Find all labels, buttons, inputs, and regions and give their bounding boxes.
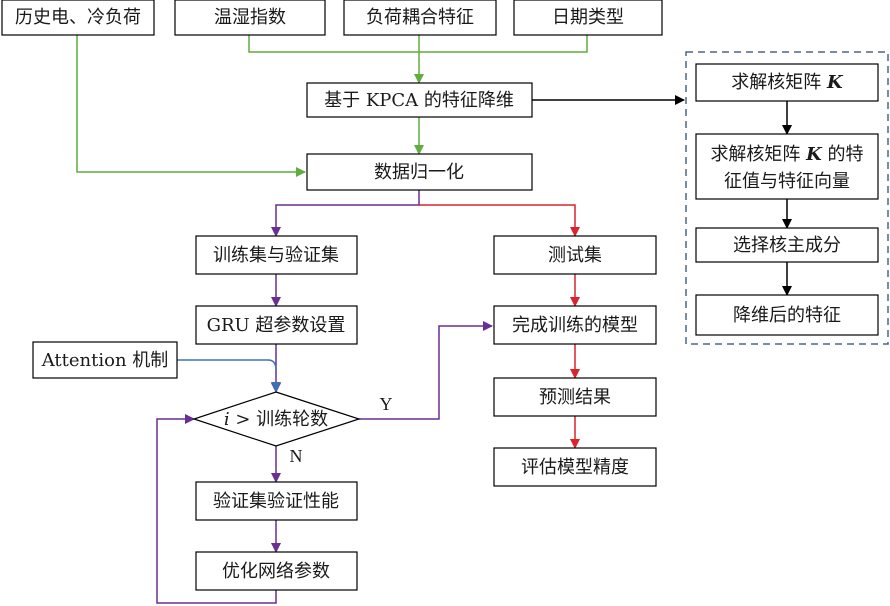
node-train-val-set: 训练集与验证集: [195, 235, 358, 275]
node-trained-model: 完成训练的模型: [493, 305, 657, 345]
node-history-load-label: 历史电、冷负荷: [15, 7, 141, 28]
node-validate: 验证集验证性能: [195, 481, 358, 521]
edge-check-yes-to-model: [359, 321, 493, 420]
node-test-set-label: 测试集: [548, 245, 602, 266]
node-normalize-label: 数据归一化: [374, 162, 464, 183]
node-epoch-check-cond: > 训练轮数: [230, 409, 329, 430]
node-temp-humidity-label: 温湿指数: [214, 7, 286, 28]
node-kernel-matrix: 求解核矩阵 K: [695, 63, 879, 102]
kpca-detail-container: [685, 51, 889, 345]
node-gru-params: GRU 超参数设置: [195, 305, 358, 345]
edge-normalize-split-right: [419, 204, 580, 237]
node-date-type: 日期类型: [513, 0, 663, 36]
node-select-components: 选择核主成分: [695, 227, 879, 263]
node-load-coupling: 负荷耦合特征: [343, 0, 497, 36]
node-gru-params-label: GRU 超参数设置: [207, 315, 346, 336]
node-kernel-matrix-text: 求解核矩阵: [731, 72, 827, 93]
node-date-type-label: 日期类型: [552, 7, 624, 28]
node-evaluate: 评估模型精度: [493, 447, 657, 487]
node-kernel-matrix-label: 求解核矩阵 K: [731, 72, 844, 93]
edge-label-yes: Y: [380, 394, 393, 414]
node-eigen-line2: 征值与特征向量: [724, 171, 850, 192]
black-edges: [532, 95, 792, 296]
node-load-coupling-label: 负荷耦合特征: [366, 7, 474, 28]
node-test-set: 测试集: [493, 235, 657, 275]
node-validate-label: 验证集验证性能: [213, 491, 339, 512]
edge-attention-to-check: [177, 359, 277, 371]
edge-optimize-loop-back: [156, 414, 277, 604]
edge-label-no: N: [290, 446, 303, 466]
node-eigen-line1-k: K: [805, 144, 823, 165]
node-reduced-features-label: 降维后的特征: [733, 305, 841, 326]
node-epoch-check: i > 训练轮数: [192, 391, 361, 447]
edge-normalize-split-left: [271, 190, 420, 237]
node-evaluate-label: 评估模型精度: [521, 457, 629, 478]
node-kpca: 基于 KPCA 的特征降维: [306, 82, 533, 118]
node-eigen: 求解核矩阵 K 的特 征值与特征向量: [695, 133, 879, 200]
node-epoch-check-label: i > 训练轮数: [224, 409, 328, 430]
node-kernel-matrix-k: K: [826, 72, 844, 93]
node-attention: Attention 机制: [32, 341, 178, 379]
node-trained-model-label: 完成训练的模型: [512, 315, 638, 336]
edge-temp-to-bus: [248, 35, 588, 53]
red-edges: [419, 204, 580, 449]
node-optimize: 优化网络参数: [195, 551, 358, 591]
node-epoch-check-var: i: [224, 409, 230, 430]
node-select-components-label: 选择核主成分: [733, 235, 841, 256]
node-history-load: 历史电、冷负荷: [1, 0, 155, 36]
node-eigen-line1-pre: 求解核矩阵: [710, 144, 806, 165]
node-attention-label: Attention 机制: [41, 350, 169, 371]
green-edges: [76, 35, 588, 177]
node-predict-label: 预测结果: [539, 387, 611, 408]
node-temp-humidity: 温湿指数: [174, 0, 326, 36]
node-kpca-label: 基于 KPCA 的特征降维: [324, 90, 514, 111]
node-eigen-line1-post: 的特: [822, 144, 864, 165]
node-optimize-label: 优化网络参数: [222, 561, 330, 582]
node-normalize: 数据归一化: [306, 153, 533, 191]
node-eigen-line1: 求解核矩阵 K 的特: [710, 144, 863, 165]
node-predict: 预测结果: [493, 377, 657, 417]
attention-arrowhead: [271, 382, 281, 392]
node-train-val-set-label: 训练集与验证集: [213, 245, 339, 266]
node-reduced-features: 降维后的特征: [695, 294, 879, 336]
edge-history-to-normalize: [76, 35, 306, 177]
